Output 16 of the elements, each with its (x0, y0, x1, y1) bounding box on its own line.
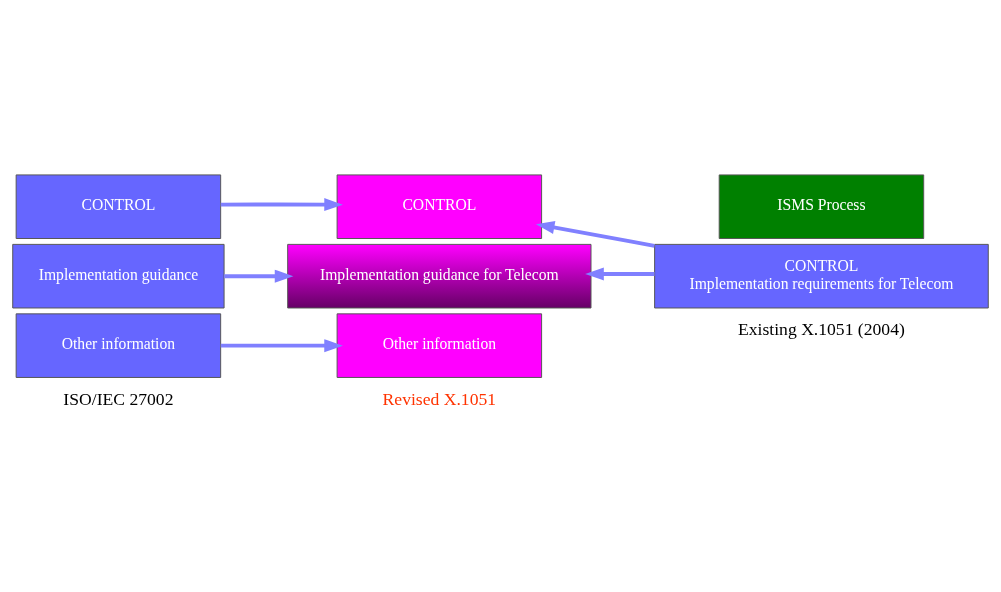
node-box: CONTROL (15, 174, 222, 239)
arrow (220, 198, 343, 212)
node-box: Implementation guidance (12, 243, 225, 309)
arrow (220, 339, 343, 353)
label: ISO/IEC 27002 (63, 388, 174, 409)
node-box: CONTROL (336, 174, 543, 239)
label: Existing X.1051 (2004) (738, 319, 905, 340)
node-box: Other information (15, 313, 222, 378)
node-box: Implementation guidance for Telecom (287, 243, 592, 309)
arrow (585, 267, 655, 281)
arrow (535, 221, 655, 248)
node-box: ISMS Process (718, 174, 925, 239)
label: Revised X.1051 (382, 388, 497, 409)
arrow (224, 269, 294, 283)
node-box: Other information (336, 313, 543, 378)
node-box: CONTROL Implementation requirements for Telecom (654, 243, 989, 309)
